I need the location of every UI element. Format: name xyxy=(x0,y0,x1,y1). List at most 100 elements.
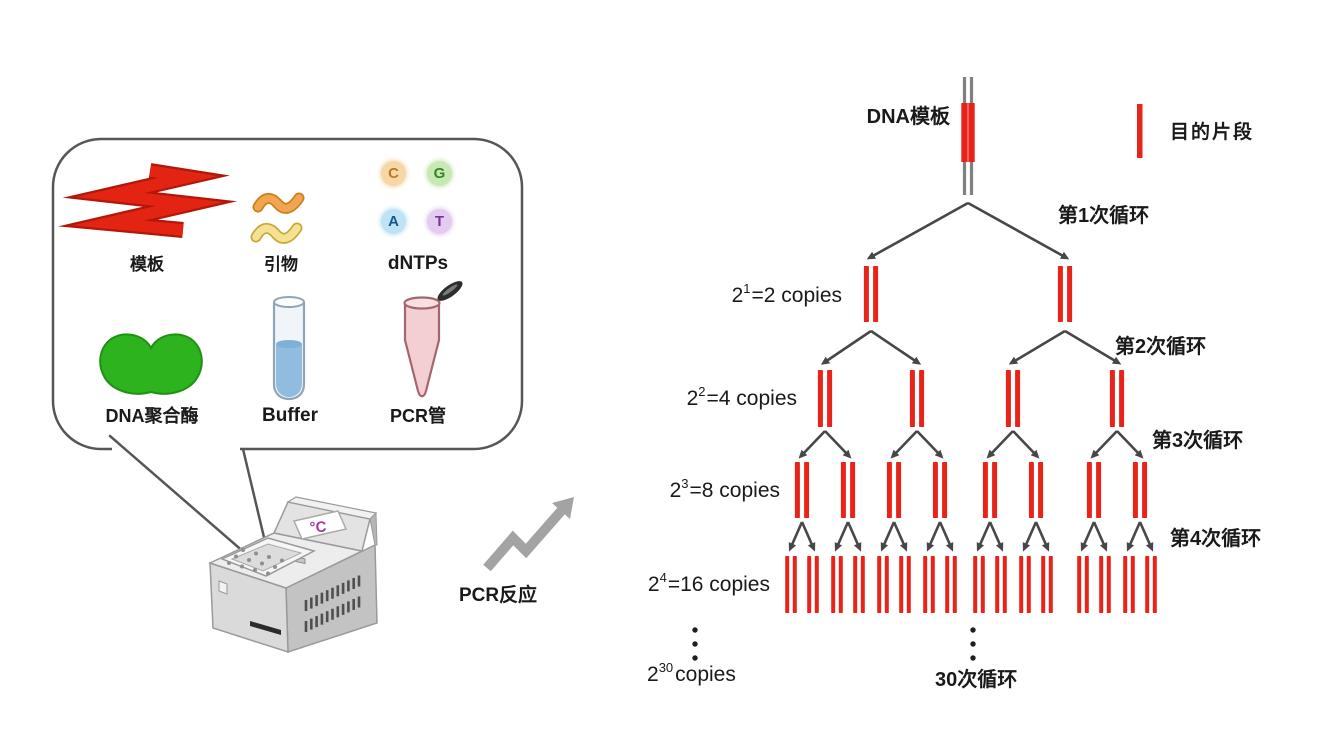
template-dna-icon xyxy=(58,163,238,238)
tube-liquid xyxy=(276,344,302,397)
microtube-rim xyxy=(403,296,441,310)
copies-rest: =16 copies xyxy=(667,573,770,596)
branch-line xyxy=(800,521,815,548)
branch-line xyxy=(1138,521,1153,548)
copy-bar xyxy=(1142,462,1148,518)
primer-yellow xyxy=(252,224,301,243)
microtube-body xyxy=(403,301,441,398)
copy-bar xyxy=(923,556,928,613)
label-cycle-2: 第2次循环 xyxy=(1115,336,1207,358)
branch-line xyxy=(893,430,918,456)
dot xyxy=(692,655,698,661)
nucleotide-g: G xyxy=(427,161,452,186)
branch-arrowhead xyxy=(986,449,996,459)
copies-exp: 4 xyxy=(659,570,667,585)
branch-arrowhead xyxy=(820,356,831,365)
branch-line xyxy=(1092,521,1107,548)
branch-arrowhead xyxy=(1080,542,1089,552)
copy-bar xyxy=(853,556,858,613)
copy-bar xyxy=(817,370,823,427)
open-cap-highlight xyxy=(442,284,458,296)
dot xyxy=(970,627,976,633)
legend-target-bar xyxy=(1137,104,1143,158)
branch-arrowhead xyxy=(1099,542,1108,552)
well-dot xyxy=(240,564,244,569)
pcr-reaction-arrow-icon xyxy=(483,497,574,572)
branch-arrowhead xyxy=(834,542,843,552)
well-dot xyxy=(253,568,257,572)
branch-arrowhead xyxy=(890,449,900,459)
copy-bar xyxy=(1038,462,1044,518)
branch-arrowhead xyxy=(1145,542,1154,552)
copy-bar xyxy=(785,556,790,613)
bubble-tail-gap xyxy=(112,443,240,453)
branch-line xyxy=(870,329,918,364)
copy-bar xyxy=(804,462,810,518)
branch-arrowhead xyxy=(934,449,944,459)
sample-wells xyxy=(227,548,284,576)
branch-arrowhead xyxy=(1111,356,1122,365)
branch-arrowhead xyxy=(1090,449,1100,459)
copy-bar xyxy=(1048,556,1053,613)
branch-line xyxy=(988,521,1003,548)
copy-bar xyxy=(992,462,998,518)
branch-arrowhead xyxy=(1022,542,1031,552)
copy-bar xyxy=(1041,556,1046,613)
copy-bar xyxy=(1123,556,1128,613)
label-cycle-30: 30次循环 xyxy=(935,669,1018,691)
label-copies-8: 23=8 copies xyxy=(670,476,780,503)
copy-bar xyxy=(850,462,856,518)
copy-bar xyxy=(1084,556,1089,613)
copies-exp: 30 xyxy=(658,660,674,675)
branch-line xyxy=(1023,521,1038,548)
copy-bar xyxy=(919,370,925,427)
branch-arrowhead xyxy=(788,542,797,552)
branch-line xyxy=(1034,521,1049,548)
polymerase-icon xyxy=(99,333,203,395)
legend-red-bar xyxy=(1137,104,1143,158)
label-copies-16: 24=16 copies xyxy=(648,570,770,597)
branch-arrowhead xyxy=(842,449,852,459)
primers-icon xyxy=(250,192,305,244)
branch-arrowhead xyxy=(899,542,908,552)
ellipsis-dots xyxy=(692,627,976,661)
copy-bar xyxy=(1067,266,1073,322)
well-dot xyxy=(254,551,258,556)
well-dot xyxy=(234,554,238,559)
copy-bar xyxy=(942,462,948,518)
vent-slats xyxy=(304,575,361,632)
branch-line xyxy=(1127,521,1142,548)
copy-bar xyxy=(909,370,915,427)
branch-arrowhead xyxy=(880,542,889,552)
copy-bar xyxy=(873,266,879,322)
copies-rest: =2 copies xyxy=(751,284,842,307)
branch-line xyxy=(789,521,804,548)
output-slot xyxy=(250,621,281,635)
copy-bar xyxy=(930,556,935,613)
copy-bar xyxy=(886,462,892,518)
label-primers: 引物 xyxy=(264,255,298,274)
label-cycle-3: 第3次循环 xyxy=(1152,430,1244,452)
zigzag-line xyxy=(483,506,566,572)
copy-bar xyxy=(807,556,812,613)
branch-line xyxy=(977,521,992,548)
branch-arrowhead xyxy=(853,542,862,552)
copy-bar xyxy=(1057,266,1063,322)
branch-arrowhead xyxy=(1059,251,1070,260)
ribbon-fill xyxy=(72,165,224,236)
branch-line xyxy=(824,430,849,456)
copy-bar xyxy=(973,556,978,613)
copy-bar xyxy=(840,462,846,518)
copies-rest: =4 copies xyxy=(706,387,797,410)
branch-line xyxy=(916,430,941,456)
copy-bar xyxy=(1096,462,1102,518)
copy-bar xyxy=(831,556,836,613)
nucleotide-c: C xyxy=(381,161,406,186)
copy-bar xyxy=(814,556,819,613)
branch-line xyxy=(989,430,1014,456)
branch-line xyxy=(846,521,861,548)
copy-bar xyxy=(884,556,889,613)
branch-line xyxy=(892,521,907,548)
branch-arrowhead xyxy=(976,542,985,552)
